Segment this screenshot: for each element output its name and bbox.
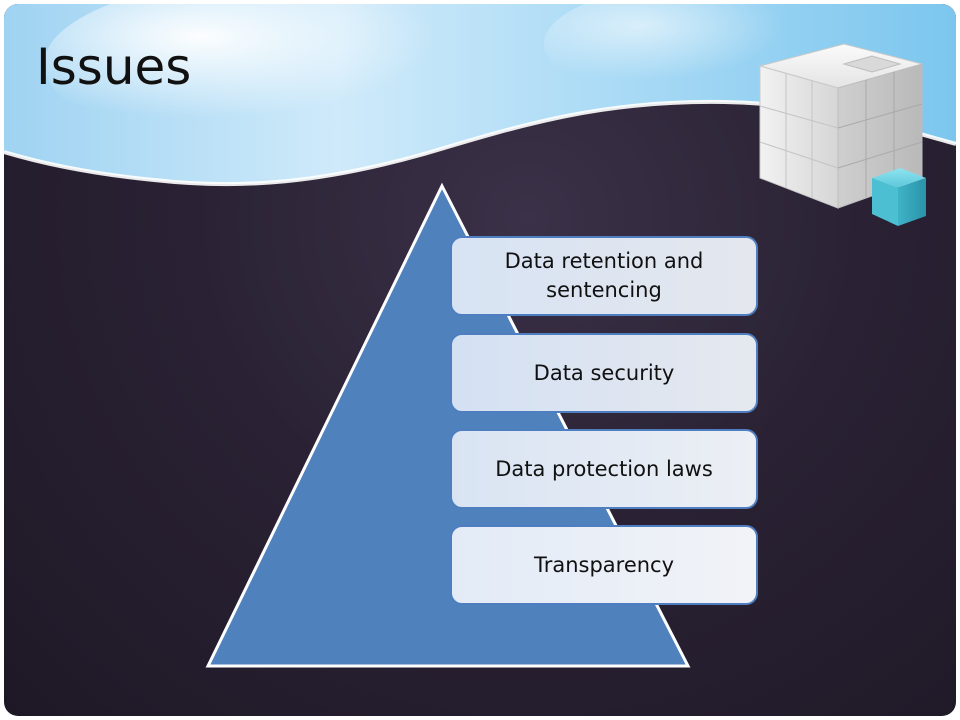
pyramid-item-label: Data protection laws [495,456,713,481]
pyramid-item-data-protection-laws: Data protection laws [450,429,758,509]
slide: Issues [4,4,956,716]
pyramid-item-label: Data retention and sentencing [504,249,704,302]
pyramid-item-data-security: Data security [450,333,758,413]
cube-decoration-icon [758,43,926,226]
pyramid-item-data-retention: Data retention and sentencing [450,236,758,316]
pyramid-item-label: Transparency [533,552,675,577]
pyramid-item-transparency: Transparency [450,525,758,605]
pyramid-item-label: Data security [533,360,675,385]
slide-title: Issues [36,38,192,96]
